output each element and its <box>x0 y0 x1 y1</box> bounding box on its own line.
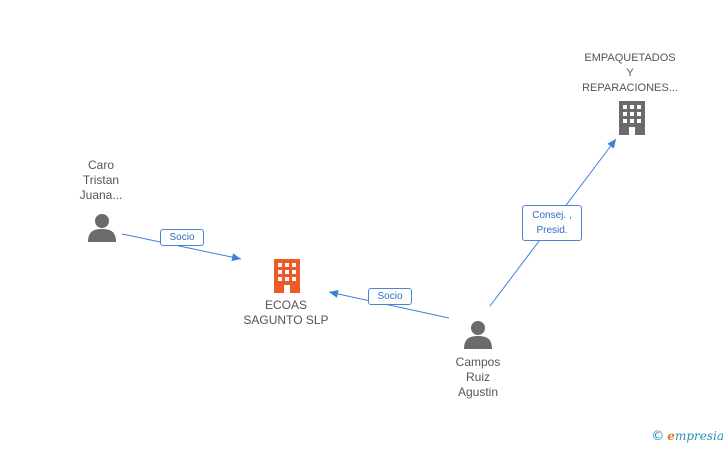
brand-name-rest: mpresia <box>674 429 724 443</box>
edge-label-text: Presid. <box>536 225 568 236</box>
person-label-line: Juana... <box>79 188 123 202</box>
person-label-line: Ruiz <box>465 370 490 384</box>
company-label-empaquetados[interactable]: EMPAQUETADOS Y REPARACIONES... <box>573 51 687 96</box>
edge-caro-to-ecoas <box>121 233 242 262</box>
company-label-line: ECOAS <box>264 298 307 312</box>
building-icon[interactable] <box>617 101 647 135</box>
company-label-line: EMPAQUETADOS <box>584 52 676 64</box>
brand-e-letter: e <box>667 429 675 443</box>
edge-label-consej-presid: Consej. , Presid. <box>522 205 582 241</box>
building-icon[interactable] <box>272 259 302 293</box>
company-label-line: Y <box>626 67 634 79</box>
person-label-line: Agustin <box>457 385 499 399</box>
copyright-symbol: © <box>651 429 665 444</box>
person-label-caro[interactable]: Caro Tristan Juana... <box>66 158 136 203</box>
edge-label-text: Socio <box>377 291 403 302</box>
edge-label-text: Consej. , <box>532 210 572 221</box>
person-label-line: Tristan <box>82 173 120 187</box>
person-label-campos[interactable]: Campos Ruiz Agustin <box>438 355 518 400</box>
edge-campos-to-ecoas <box>328 289 450 319</box>
company-label-ecoas[interactable]: ECOAS SAGUNTO SLP <box>230 298 342 328</box>
empresia-logo: ©empresia <box>651 429 724 444</box>
edge-label-socio: Socio <box>160 229 204 246</box>
company-label-line: SAGUNTO SLP <box>243 313 329 327</box>
person-icon[interactable] <box>463 320 493 349</box>
edge-label-socio: Socio <box>368 288 412 305</box>
person-icon[interactable] <box>87 213 117 242</box>
company-label-line: REPARACIONES... <box>582 82 678 94</box>
edge-label-text: Socio <box>169 232 195 243</box>
person-label-line: Caro <box>87 158 114 172</box>
person-label-line: Campos <box>455 355 501 369</box>
